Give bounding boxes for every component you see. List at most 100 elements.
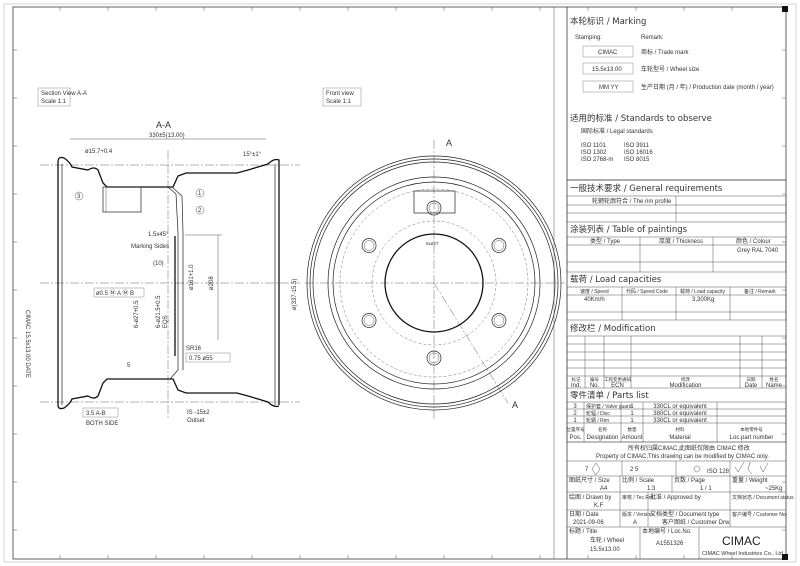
flatness-tolerance: 0.75 ø55 <box>189 356 213 362</box>
part-material: 330CL or equivalent <box>653 418 707 424</box>
eqs-label: EQS <box>163 315 169 328</box>
modification-header: Modification <box>669 383 701 389</box>
bolt-hole <box>426 200 442 216</box>
modification-header-cn: 工程变更通知 <box>604 376 631 383</box>
section-view-title: Section View A-A <box>41 91 87 97</box>
both-side-label: BOTH SIDE <box>86 421 118 427</box>
section-label: A-A <box>156 120 171 130</box>
modification-header: Name <box>766 383 783 389</box>
part-pos: 2 <box>573 411 577 417</box>
marking-sides-label: Marking Sides <box>131 244 169 250</box>
marking-heading: 本轮标识 / Marking <box>570 16 646 27</box>
speed-value: 40Km/h <box>584 297 605 303</box>
standards-heading: 适用的标准 / Standards to observe <box>570 113 712 124</box>
company-logo: CIMAC <box>722 534 761 548</box>
part-name: 保护套 / Valve guard <box>586 403 632 410</box>
parts-header: Loc.part number <box>730 435 774 441</box>
pcd-dimension: ø208 <box>209 276 215 290</box>
parts-header-cn: 名称 <box>598 426 607 433</box>
part-material: 330CL or equivalent <box>653 404 707 410</box>
document-type-label: 文档类型 / Document type <box>650 510 720 518</box>
datum-diamond-icon <box>591 462 601 476</box>
hole-count-label: 6xø27 <box>426 241 439 246</box>
modification-header: No. <box>590 383 600 389</box>
stamping-label: Stamping: <box>575 35 602 41</box>
weight-label: 重量 / Weight <box>732 476 768 484</box>
part-amount: 1 <box>630 411 634 417</box>
cut-label-top: A <box>446 138 452 148</box>
paint-colour-value: Grey RAL 7040 <box>737 248 779 254</box>
parts-heading: 零件清单 / Parts list <box>570 390 649 401</box>
iso-standard: ISO 1101 <box>581 143 607 149</box>
modification-header-cn: 日期 <box>747 377 756 383</box>
offset-dimension: IS -15±2 <box>187 410 210 416</box>
iso-standard: ISO 8015 <box>624 157 650 163</box>
version-value: A <box>633 520 637 526</box>
customer-drawing-label: 客户图纸 / Customer Drw. <box>662 518 731 526</box>
section-view: Section View A-A Scale 1:1 A-A 330±5(13.… <box>24 87 300 427</box>
balloon-3 <box>74 191 84 201</box>
hole-dimension: 6-ø27+0.5 <box>134 300 140 328</box>
scale-value: 1:3 <box>647 486 656 492</box>
version-label: 版本 / Version <box>622 511 653 518</box>
drawing-frame <box>3 3 797 563</box>
modification-header-cn: 修改 <box>681 376 690 383</box>
bolt-hole <box>361 313 377 328</box>
projection-symbol-icon <box>693 465 701 473</box>
front-view-scale: Scale 1:1 <box>326 99 352 105</box>
bolt-hole <box>491 238 507 253</box>
part-amount: 1 <box>630 418 634 424</box>
speed-code-header: 代码 / Speed Code <box>626 288 668 295</box>
balloon-1 <box>195 188 205 198</box>
load-remark-header: 备注 / Remark <box>744 288 776 295</box>
size-value: A4 <box>600 486 608 492</box>
paint-thickness-header: 厚度 / Thickness <box>659 237 703 245</box>
date-value: 2021-09-06 <box>573 520 604 526</box>
surface-finish-icon <box>734 461 769 475</box>
balloon-3-label: 3 <box>77 194 81 200</box>
chamfer-label: 1.5x45° <box>148 232 169 238</box>
section-view-scale: Scale 1:1 <box>41 99 67 105</box>
tolerance-class: 7 <box>585 467 589 473</box>
drawn-by-value: K.F <box>594 503 604 509</box>
paintings-heading: 涂装列表 / Table of paintings <box>570 224 688 235</box>
company-name: CIMAC Wheel Industries Co., Ltd. <box>702 551 785 557</box>
parts-header-cn: 数量 <box>628 426 637 433</box>
rim-profile-requirement: 轮辋轮廓符合 / The rim profile <box>592 197 672 205</box>
document-status-label: 文档状态 / Document status <box>732 494 794 501</box>
runout-tolerance: 3.5 A-B <box>86 411 106 417</box>
parts-header-cn: 材料 <box>676 426 685 433</box>
load-heading: 载荷 / Load capacities <box>570 274 662 285</box>
paint-colour-header: 颜色 / Colour <box>736 237 771 245</box>
approved-by-label: 批准 / Approved by <box>650 493 701 501</box>
title-cn: 车轮 / Wheel <box>590 536 624 544</box>
iso-standard: ISO 1302 <box>581 150 607 156</box>
parts-header: Designation <box>587 435 619 441</box>
weight-value: ~25Kg <box>765 486 783 492</box>
front-view: Front view Scale 1:1 A A 6xø27 <box>305 87 565 420</box>
bolt-hole <box>361 238 377 253</box>
part-pos: 3 <box>573 404 577 410</box>
parts-header-cn: 位置序号 <box>567 426 585 433</box>
title-label: 标题 / Title <box>569 527 598 535</box>
speed-header: 速度 / Speed <box>580 288 609 295</box>
legal-standards-label: 国际标准 / Legal standards <box>581 127 653 135</box>
part-material: 380CL or equivalent <box>653 411 707 417</box>
part-amount: 1 <box>630 404 634 410</box>
modification-header-cn: 姓名 <box>770 376 779 383</box>
stamp-wheel-size-desc: 车轮型号 / Wheel size <box>641 65 700 73</box>
title-value: 15.5x13.00 <box>590 547 620 553</box>
property-notice-cn: 所有权归属CIMAC,此图纸仅限由 CIMAC 修改 <box>628 444 750 452</box>
valve-dimension: ø15.7+0.4 <box>85 149 113 155</box>
width-dimension: 330±5(13.00) <box>149 133 185 139</box>
flange-angle: 15°±1° <box>243 152 262 158</box>
property-notice: Property of CIMAC,This drawing can be mo… <box>596 454 769 460</box>
loc-no-label: 本地编号 / Loc.No. <box>642 527 692 535</box>
scale-label: 比例 / Scale <box>622 476 655 484</box>
page-value: 1 / 1 <box>700 486 712 492</box>
hole-dimension-2: 6-ø21.5+0.5 <box>156 295 162 328</box>
stamp-date: MM YY <box>599 85 619 91</box>
modification-heading: 修改栏 / Modification <box>570 323 656 334</box>
parts-header: Material <box>669 435 690 441</box>
